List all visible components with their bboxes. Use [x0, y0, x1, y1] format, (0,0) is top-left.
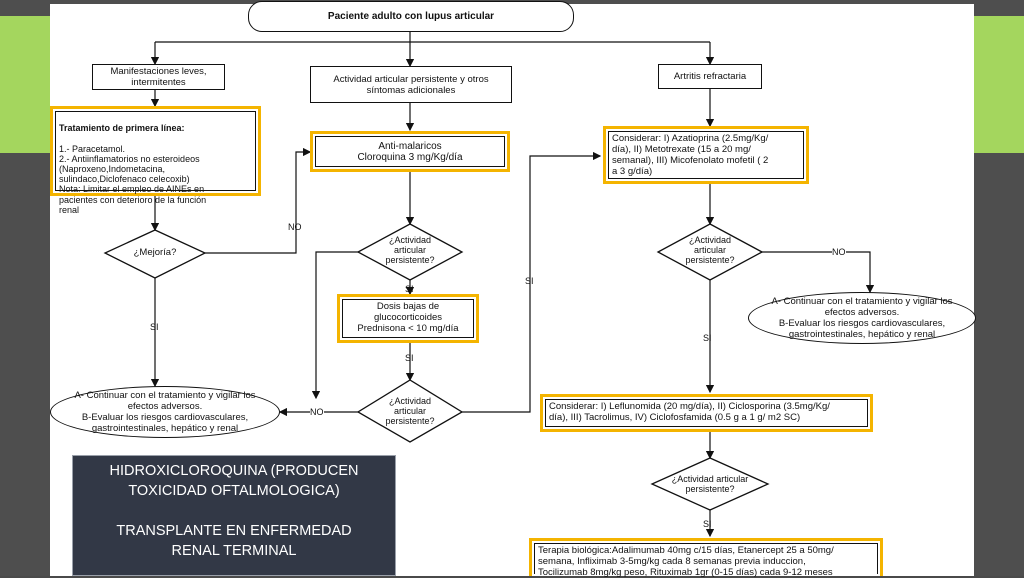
diamond-mejoria [103, 229, 207, 279]
actividad-3-text: ¿Actividad articular persistente? [685, 235, 735, 265]
box-considerar-1: Considerar: I) Azatioprina (2.5mg/Kg/ dí… [603, 126, 809, 184]
considerar-2-text: Considerar: I) Leflunomida (20 mg/día), … [545, 399, 868, 427]
node-continuar-derecha: A- Continuar con el tratamiento y vigila… [748, 292, 976, 344]
root-node: Paciente adulto con lupus articular [248, 1, 574, 32]
label-si-actividad-3: SI [703, 333, 712, 343]
label-no-actividad-2: NO [310, 407, 324, 417]
terapia-text: Terapia biológica:Adalimumab 40mg c/15 d… [534, 543, 878, 578]
diamond-actividad-2 [356, 379, 464, 443]
node-continuar-izquierda: A- Continuar con el tratamiento y vigila… [50, 386, 280, 438]
note-hidroxicloroquina: HIDROXICLOROQUINA (PRODUCEN TOXICIDAD OF… [72, 455, 396, 576]
label-si-actividad-2: SI [525, 276, 534, 286]
label-no-actividad-3: NO [832, 247, 846, 257]
label-si-mejoria: SI [150, 322, 159, 332]
box-dosis-glucocorticoides: Dosis bajas de glucocorticoides Predniso… [337, 294, 479, 343]
diamond-actividad-3 [656, 223, 764, 281]
label-no-mejoria: NO [288, 222, 302, 232]
diamond-actividad-4 [650, 457, 770, 511]
node-artritis-refractaria: Artritis refractaria [658, 64, 762, 89]
mejoria-text: ¿Mejoría? [133, 247, 177, 258]
actividad-2-text: ¿Actividad articular persistente? [385, 396, 435, 426]
label-si-dosis: SI [405, 353, 414, 363]
right-accent-bar [974, 16, 1024, 153]
node-actividad-persistente: Actividad articular persistente y otros … [310, 66, 512, 103]
diamond-actividad-1 [356, 223, 464, 281]
tratamiento-title: Tratamiento de primera línea: [59, 123, 185, 134]
considerar-1-text: Considerar: I) Azatioprina (2.5mg/Kg/ dí… [608, 131, 804, 179]
node-manifestaciones-leves: Manifestaciones leves, intermitentes [92, 64, 225, 90]
label-si-actividad-1: SI [405, 284, 414, 294]
box-antimalaricos: Anti-malaricos Cloroquina 3 mg/Kg/día [310, 131, 510, 172]
antimalaricos-text: Anti-malaricos Cloroquina 3 mg/Kg/día [315, 136, 505, 167]
actividad-4-text: ¿Actividad articular persistente? [671, 474, 749, 494]
left-accent-bar [0, 16, 50, 153]
box-terapia-biologica: Terapia biológica:Adalimumab 40mg c/15 d… [529, 538, 883, 578]
dosis-text: Dosis bajas de glucocorticoides Predniso… [342, 299, 474, 338]
box-tratamiento-primera-linea: Tratamiento de primera línea: 1.- Parace… [50, 106, 261, 215]
box-considerar-2: Considerar: I) Leflunomida (20 mg/día), … [540, 394, 873, 432]
label-si-actividad-4: SI [703, 519, 712, 529]
actividad-1-text: ¿Actividad articular persistente? [385, 235, 435, 265]
tratamiento-body: 1.- Paracetamol. 2.- Antiinflamatorios n… [59, 143, 207, 215]
